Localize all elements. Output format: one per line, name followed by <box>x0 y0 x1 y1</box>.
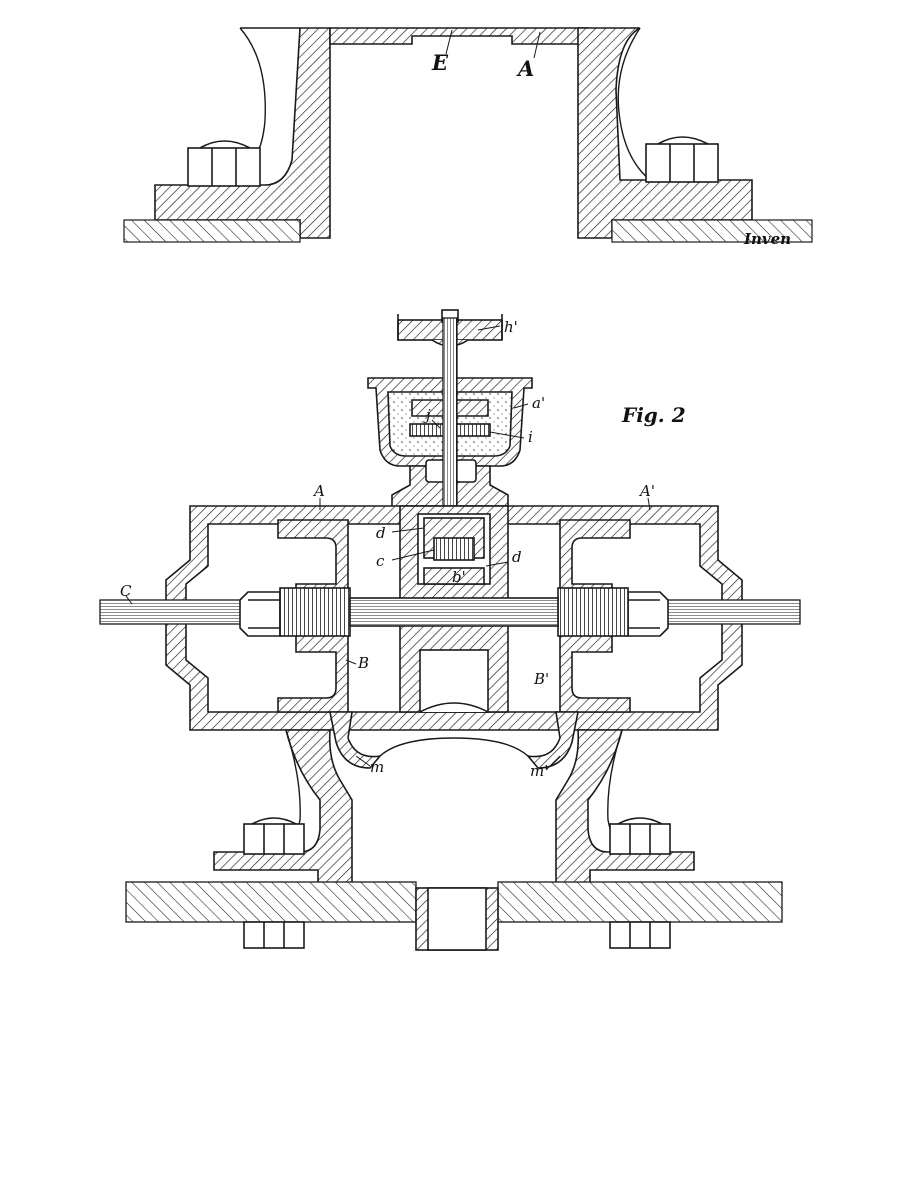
label-d-left: d <box>376 524 386 542</box>
base-plate-right <box>497 881 783 923</box>
label-m-prime: m' <box>530 762 548 780</box>
label-C: C <box>120 582 132 600</box>
top-right-base <box>611 219 813 243</box>
lower-right-nut <box>609 823 671 855</box>
label-b-prime: b' <box>452 568 466 586</box>
bolt-left <box>243 921 305 949</box>
label-c: c <box>376 552 385 570</box>
label-h-prime: h' <box>504 318 518 336</box>
figure-label: Fig. 2 <box>621 403 686 427</box>
lower-left-nut <box>243 823 305 855</box>
label-E: E <box>431 50 449 75</box>
label-d-right: d <box>512 548 522 566</box>
base-plate-left <box>125 881 417 923</box>
vertical-spindle <box>442 317 458 519</box>
top-left-base <box>123 219 301 243</box>
label-i: i <box>528 428 533 446</box>
top-fragment <box>123 27 813 243</box>
label-B-prime: B' <box>533 670 549 688</box>
label-B: B <box>357 654 369 672</box>
top-bar <box>329 27 589 45</box>
threaded-rod <box>99 587 801 637</box>
label-A: A <box>312 482 325 500</box>
top-right-nut <box>645 143 719 183</box>
top-left-leg <box>154 27 331 239</box>
label-A-prime: A' <box>638 482 655 500</box>
label-a-prime: a' <box>532 394 545 412</box>
top-left-nut <box>187 147 261 187</box>
cutoff-text: Inven <box>743 230 791 248</box>
lower-right-leg <box>555 729 695 889</box>
lower-left-leg <box>213 729 353 889</box>
label-A-top: A <box>516 56 534 81</box>
fig2 <box>99 309 801 951</box>
label-m: m <box>370 758 384 776</box>
bolt-right <box>609 921 671 949</box>
top-right-leg <box>577 27 753 239</box>
label-j: j <box>423 406 431 424</box>
